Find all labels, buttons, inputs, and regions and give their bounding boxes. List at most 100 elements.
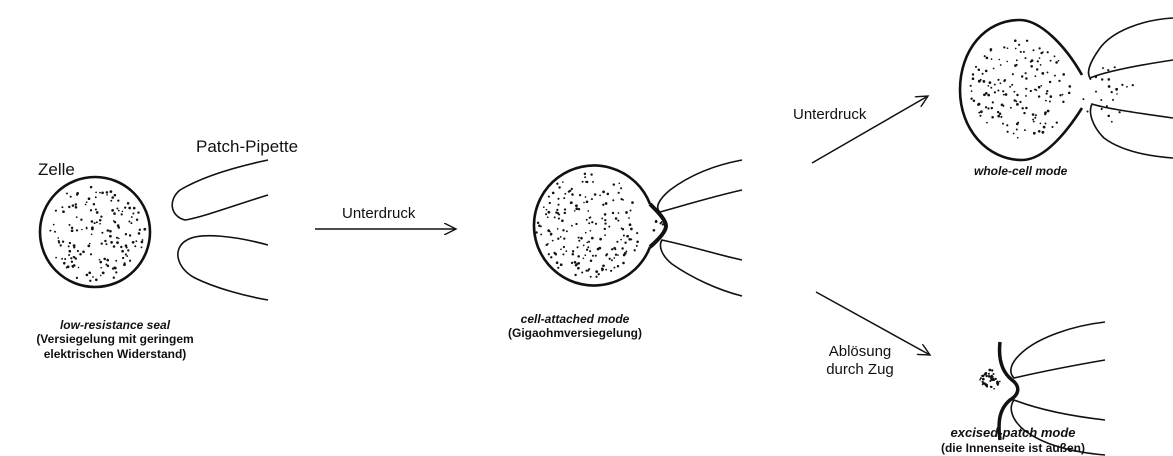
stipple-dot xyxy=(557,237,560,240)
stipple-dot xyxy=(635,244,638,247)
stipple-dot xyxy=(1002,122,1004,125)
stipple-dot xyxy=(114,266,117,270)
stipple-dot xyxy=(979,114,982,117)
stipple-dot xyxy=(1015,59,1018,62)
stipple-dot xyxy=(70,257,73,260)
stipple-dot xyxy=(999,64,1002,66)
stipple-dot xyxy=(988,368,992,372)
stipple-dot xyxy=(610,269,613,272)
stipple-dot xyxy=(1003,78,1007,82)
stipple-dot xyxy=(601,217,604,220)
stipple-dot xyxy=(597,273,600,276)
stipple-dot xyxy=(109,190,113,193)
stipple-dot xyxy=(1029,60,1032,63)
stipple-dot xyxy=(128,259,132,262)
stipple-dot xyxy=(659,222,662,225)
stipple-dot xyxy=(71,204,75,207)
stipple-dot xyxy=(994,377,997,381)
stipple-dot xyxy=(74,206,78,209)
stipple-dot xyxy=(594,222,598,225)
stipple-dot xyxy=(1044,113,1047,116)
stipple-dot xyxy=(570,187,573,191)
stipple-dot xyxy=(986,121,988,124)
stipple-dot xyxy=(990,374,993,378)
stipple-dot xyxy=(117,237,120,240)
stipple-dot xyxy=(585,269,588,272)
stipple-dot xyxy=(137,211,140,214)
stipple-dot xyxy=(614,248,617,251)
stipple-dot xyxy=(140,240,144,244)
stipple-dot xyxy=(629,209,632,212)
stipple-dot xyxy=(1059,94,1062,97)
stipple-dot xyxy=(72,255,75,259)
stipple-dot xyxy=(1131,84,1134,87)
stipple-dot xyxy=(99,222,101,225)
stipple-dot xyxy=(992,67,995,70)
stipple-dot xyxy=(616,265,620,268)
stipple-dot xyxy=(992,372,995,376)
stage4-caption-line1: (die Innenseite ist außen) xyxy=(940,440,1086,455)
stipple-dot xyxy=(971,73,975,76)
stipple-dot xyxy=(600,267,604,271)
stipple-dot xyxy=(591,254,594,257)
stipple-dot xyxy=(997,114,1001,118)
stipple-dot xyxy=(561,219,564,223)
stipple-dot xyxy=(575,207,579,211)
stipple-dot xyxy=(628,217,630,219)
stipple-dot xyxy=(130,216,133,218)
stipple-dot xyxy=(595,275,598,278)
stipple-dot xyxy=(588,222,591,225)
stipple-dot xyxy=(1061,93,1064,96)
stipple-dot xyxy=(1017,121,1020,124)
stipple-dot xyxy=(990,385,993,389)
stipple-dot xyxy=(587,240,591,243)
stipple-dot xyxy=(580,236,583,240)
stipple-dot xyxy=(595,270,599,273)
stipple-dot xyxy=(589,229,592,232)
stipple-dot xyxy=(626,234,629,238)
stipple-dot xyxy=(996,380,999,384)
stipple-dot xyxy=(623,252,627,255)
stipple-dot xyxy=(1003,46,1006,49)
stipple-dot xyxy=(1006,47,1009,50)
stipple-dot xyxy=(89,185,93,189)
stipple-dot xyxy=(998,58,1001,61)
stipple-dot xyxy=(1025,39,1029,43)
stipple-dot xyxy=(99,260,103,264)
arrow-down xyxy=(815,291,930,355)
stipple-dot xyxy=(585,200,589,204)
stipple-dot xyxy=(1041,72,1045,75)
stipple-dot xyxy=(1036,60,1039,63)
stipple-dot xyxy=(1038,47,1041,50)
stipple-dot xyxy=(578,239,581,242)
stipple-dot xyxy=(545,208,548,211)
stipple-dot xyxy=(117,199,120,202)
stipple-dot xyxy=(598,246,602,250)
stipple-dot xyxy=(571,250,575,253)
stage1-caption: low-resistance seal (Versiegelung mit ge… xyxy=(10,318,220,361)
stipple-dot xyxy=(1004,93,1008,96)
stipple-dot xyxy=(1025,94,1027,97)
stipple-dot xyxy=(74,203,78,206)
stipple-dot xyxy=(991,116,994,119)
stipple-dot xyxy=(1006,124,1009,127)
stipple-dot xyxy=(625,211,628,214)
stipple-dot xyxy=(1040,84,1043,87)
stipple-dot xyxy=(603,227,607,231)
stipple-dot xyxy=(82,250,85,254)
stipple-dot xyxy=(1034,114,1037,117)
stipple-dot xyxy=(81,228,83,231)
stipple-dot xyxy=(1011,83,1014,86)
stipple-dot xyxy=(76,277,78,280)
stipple-dot xyxy=(987,372,990,375)
stipple-dot xyxy=(124,206,127,209)
stipple-dot xyxy=(63,261,66,265)
stipple-dot xyxy=(981,374,985,378)
stipple-dot xyxy=(68,205,71,209)
stipple-dot xyxy=(564,212,567,215)
stipple-dot xyxy=(1035,68,1039,71)
stipple-dot xyxy=(613,257,616,259)
stipple-dot xyxy=(587,246,590,249)
stipple-dot xyxy=(563,237,566,240)
stipple-dot xyxy=(88,271,92,275)
